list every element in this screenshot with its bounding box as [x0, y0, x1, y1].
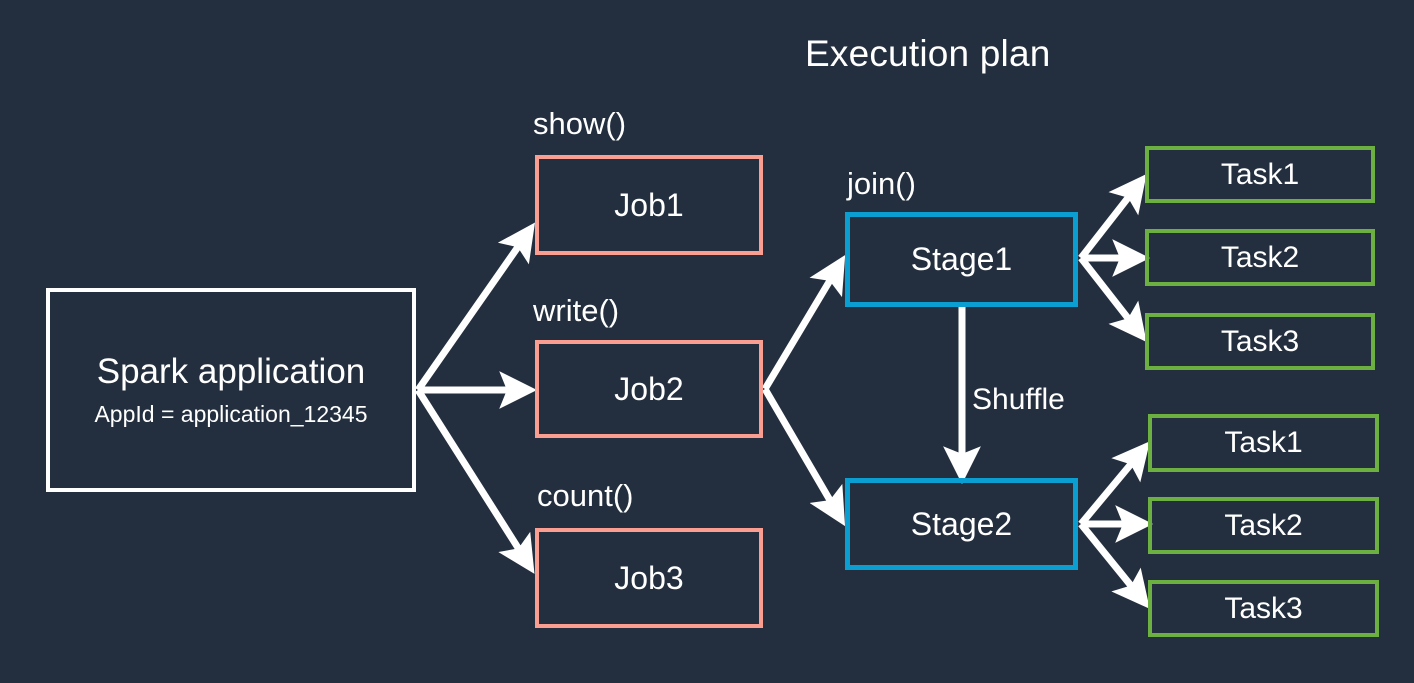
- job3-label: Job3: [614, 559, 684, 596]
- diagram-title: Execution plan: [805, 33, 1051, 74]
- stage2-task2-box[interactable]: Task2: [1148, 497, 1379, 554]
- job2-box[interactable]: Job2: [535, 340, 763, 438]
- stage1-task1-label: Task1: [1220, 157, 1300, 191]
- stage1-task2-label: Task2: [1220, 240, 1300, 274]
- edge-stage2-to-tasks: [1078, 441, 1153, 609]
- stage2-box[interactable]: Stage2: [845, 478, 1078, 570]
- stage1-box[interactable]: Stage1: [845, 212, 1078, 307]
- edge-app-to-jobs: [415, 222, 537, 574]
- stage2-task1-box[interactable]: Task1: [1148, 414, 1379, 472]
- spark-application-appid: AppId = application_12345: [94, 400, 368, 427]
- stage1-task2-box[interactable]: Task2: [1145, 229, 1375, 286]
- edge-stage1-to-tasks: [1078, 173, 1150, 343]
- stage2-task1-label: Task1: [1224, 426, 1303, 459]
- edge-job2-to-stages: [761, 254, 846, 527]
- spark-application-box[interactable]: Spark application AppId = application_12…: [46, 288, 416, 492]
- job1-caption: show(): [533, 106, 627, 141]
- stage2-task2-label: Task2: [1224, 508, 1303, 542]
- stage1-task3-box[interactable]: Task3: [1145, 313, 1375, 370]
- stage2-task3-box[interactable]: Task3: [1148, 580, 1379, 637]
- stage1-task3-label: Task3: [1220, 324, 1300, 358]
- job3-caption: count(): [537, 478, 634, 513]
- job2-label: Job2: [614, 370, 684, 407]
- job1-box[interactable]: Job1: [535, 155, 763, 255]
- job2-caption: write(): [533, 293, 620, 328]
- stage2-task3-label: Task3: [1224, 591, 1303, 625]
- stage1-caption: join(): [847, 166, 916, 201]
- job1-label: Job1: [614, 186, 684, 223]
- shuffle-label: Shuffle: [972, 383, 1065, 416]
- spark-application-title: Spark application: [96, 352, 366, 392]
- stage2-label: Stage2: [910, 505, 1013, 542]
- stage1-task1-box[interactable]: Task1: [1145, 146, 1375, 203]
- job3-box[interactable]: Job3: [535, 528, 763, 628]
- stage1-label: Stage1: [910, 241, 1013, 277]
